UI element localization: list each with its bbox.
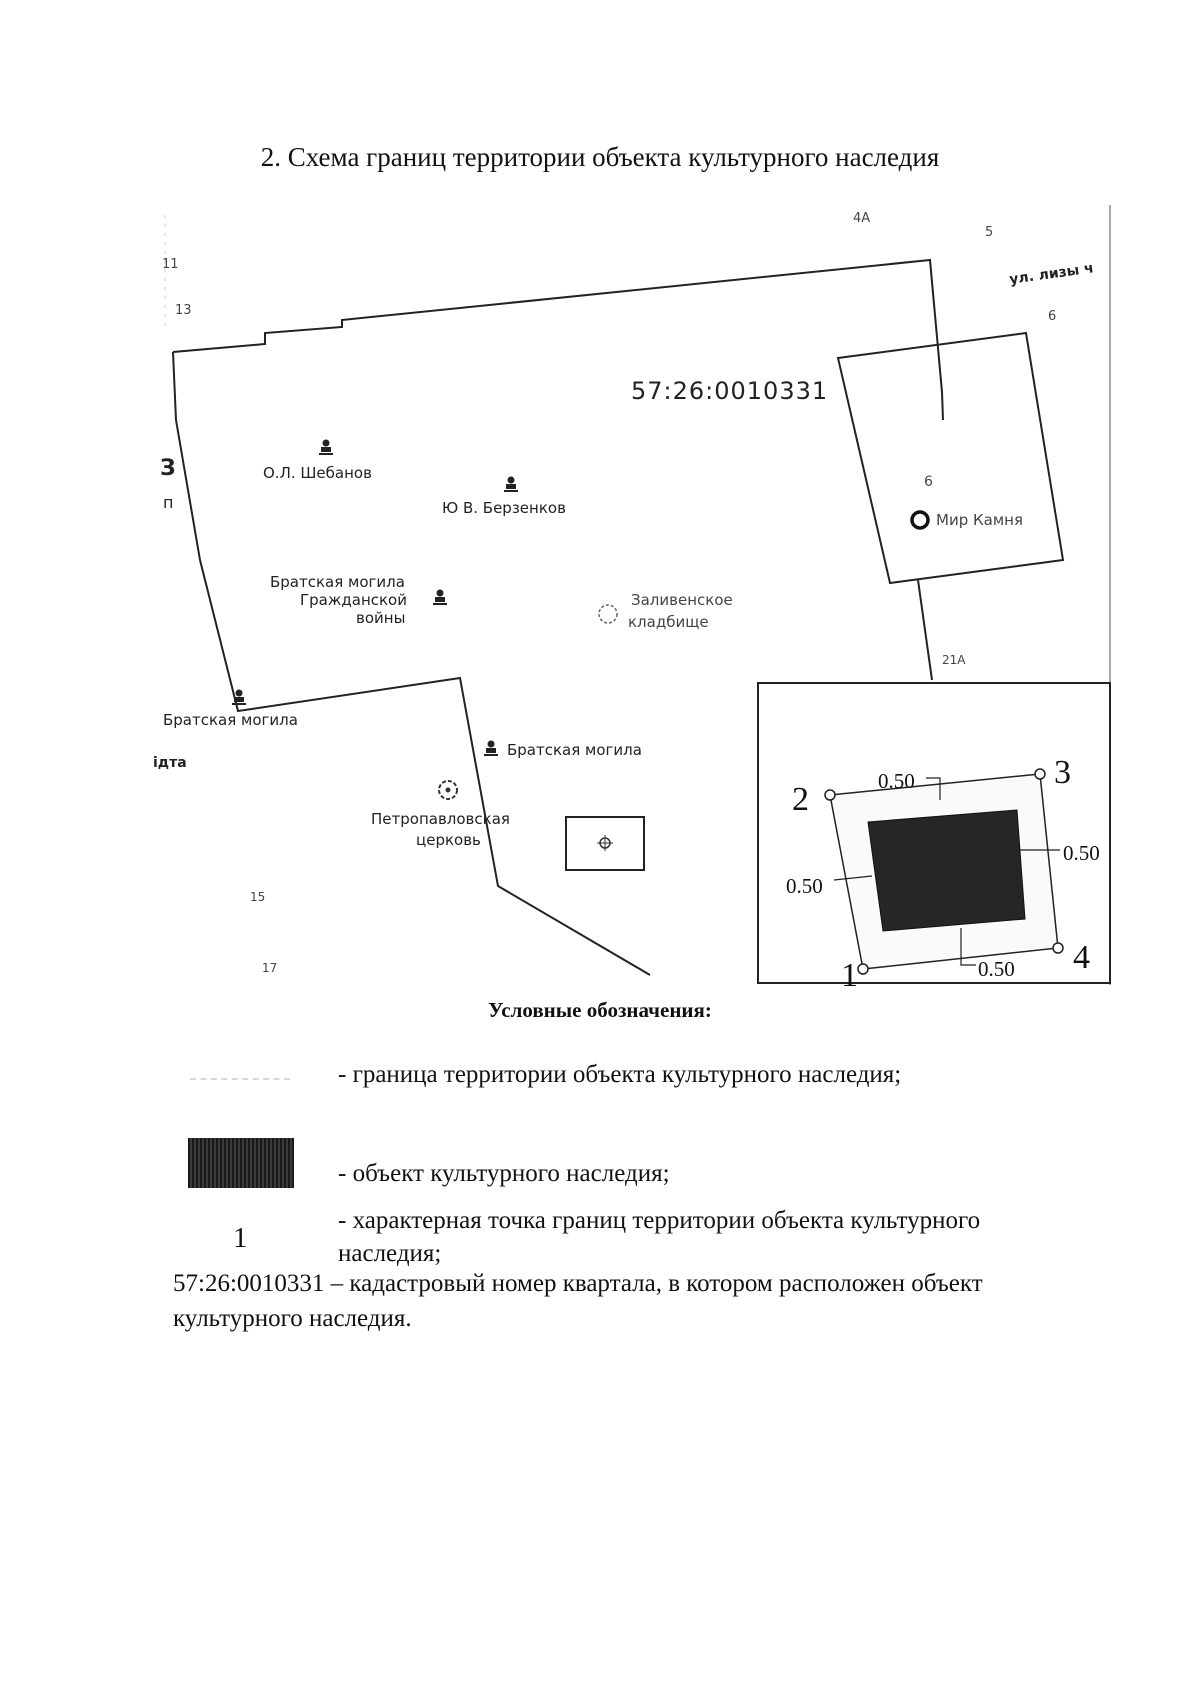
point-symbol: 1 (233, 1222, 248, 1254)
inset-point-number: 1 (841, 957, 858, 994)
parcel-mir-kamnya (836, 331, 1065, 585)
cadastral-number-label: 57:26:0010331 (631, 377, 828, 405)
cadastral-note-line: культурного наследия. (173, 1305, 412, 1332)
inset-dimension: 0.50 (878, 769, 915, 793)
cadastral-note-line: 57:26:0010331 – кадастровый номер кварта… (173, 1270, 983, 1297)
place-label-mir-kamnya: Мир Камня (936, 511, 1023, 529)
house-number: 13 (175, 303, 192, 318)
survey-point-icon (857, 963, 869, 975)
inset-point-number: 2 (792, 781, 809, 818)
object-marker-icon (597, 835, 613, 851)
survey-point-icon (1052, 942, 1064, 954)
grave-icon (504, 476, 518, 492)
object-swatch (188, 1138, 294, 1188)
legend-point-text: - характерная точка границ территории об… (338, 1204, 980, 1270)
page-title: 2. Схема границ территории объекта культ… (260, 142, 940, 172)
legend-point-line: - характерная точка границ территории об… (338, 1207, 981, 1234)
place-label-cemetery: Заливенское (631, 591, 733, 609)
place-label-cemetery: кладбище (628, 613, 709, 631)
place-label-church: церковь (416, 831, 481, 849)
place-label-mass-grave-left: Братская могила (163, 711, 298, 729)
edge-label: З (160, 456, 176, 481)
legend-object-text: - объект культурного наследия; (338, 1160, 670, 1187)
boundary-swatch (190, 1078, 290, 1082)
dimension-tick (960, 928, 976, 966)
block-boundary-west (172, 351, 651, 976)
house-number: 21А (942, 653, 966, 667)
place-label-berzenkov: Ю В. Берзенков (442, 499, 566, 517)
house-number: 4А (853, 211, 870, 226)
block-boundary (172, 258, 944, 421)
inset-point-number: 3 (1054, 754, 1071, 791)
grave-icon (319, 439, 333, 455)
inset-point-number: 4 (1073, 939, 1090, 976)
legend-boundary-text: - граница территории объекта культурного… (338, 1061, 902, 1088)
edge-label: п (163, 493, 173, 512)
street-label: ул. лизы ч (1008, 260, 1094, 288)
legend-point-line: наследия; (338, 1240, 442, 1267)
grave-icon (433, 589, 447, 605)
place-label-church: Петропавловская (371, 810, 510, 828)
cadastral-note: 57:26:0010331 – кадастровый номер кварта… (173, 1266, 1108, 1336)
place-label-mass-grave-civil: Гражданской (300, 591, 407, 609)
place-ring-icon (910, 510, 930, 530)
house-number: 6 (1048, 309, 1056, 324)
boundary-map: 57:26:0010331 ул. лизы ч 4А 5 11 13 6 6 … (153, 205, 1111, 994)
church-icon (438, 780, 458, 800)
block-boundary-east (917, 579, 933, 681)
house-number: 5 (985, 225, 993, 240)
survey-point-icon (824, 789, 836, 801)
inset-heritage-object (867, 809, 1026, 932)
place-label-mass-grave-civil: войны (356, 609, 405, 627)
house-number: 11 (162, 257, 179, 272)
dimension-tick (833, 875, 873, 881)
inset-dimension: 0.50 (1063, 841, 1100, 865)
house-number: 6 (924, 474, 933, 490)
edge-label: ідта (153, 755, 187, 771)
place-label-mass-grave-civil: Братская могила (270, 573, 405, 591)
object-frame (565, 816, 645, 871)
grave-icon (484, 740, 498, 756)
place-label-shebanov: О.Л. Шебанов (263, 464, 372, 482)
inset-detail: 1 2 3 4 0.50 0.50 0.50 0.50 (757, 682, 1111, 994)
house-number: 17 (262, 961, 277, 975)
survey-point-icon (1034, 768, 1046, 780)
legend-title: Условные обозначения: (488, 998, 712, 1022)
place-label-mass-grave: Братская могила (507, 741, 642, 759)
dimension-tick (926, 777, 941, 800)
house-number: 15 (250, 890, 265, 904)
inset-dimension: 0.50 (978, 957, 1015, 981)
cemetery-icon (598, 604, 618, 624)
grave-icon (232, 689, 246, 705)
inset-dimension: 0.50 (786, 874, 823, 898)
